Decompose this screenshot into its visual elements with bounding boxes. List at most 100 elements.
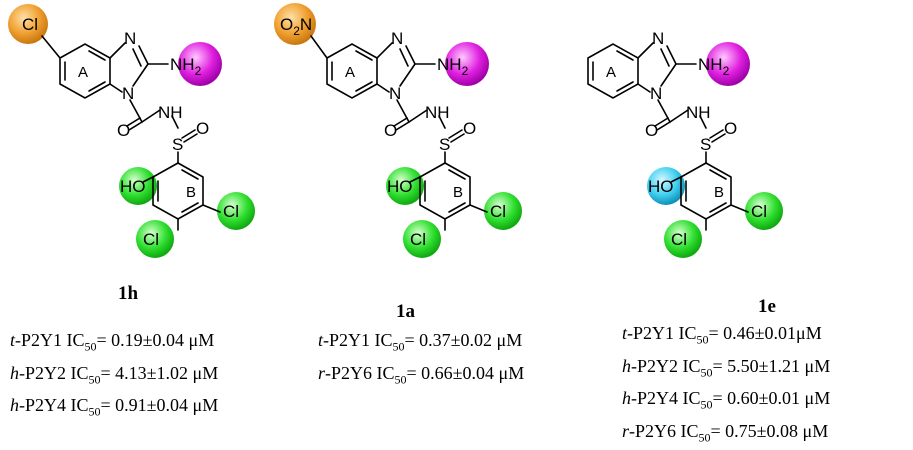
chloro-highlight-1 xyxy=(745,192,783,230)
receptor-target: -P2Y4 IC xyxy=(631,388,701,409)
imine-nitrogen-label: N xyxy=(124,29,136,48)
ring-nitrogen-label: N xyxy=(389,84,401,103)
receptor-target: -P2Y4 IC xyxy=(19,395,89,416)
species-prefix: t xyxy=(622,323,628,343)
ic50-value: = 0.37±0.02 μM xyxy=(404,330,523,350)
species-prefix: h xyxy=(622,355,631,376)
species-prefix: h xyxy=(622,388,631,409)
amine-highlight xyxy=(706,42,750,86)
receptor-target: -P2Y6 IC xyxy=(629,420,699,441)
ic50-subscript: 50 xyxy=(696,332,709,347)
substituent-highlight xyxy=(8,4,48,44)
nh-label: NH xyxy=(158,103,183,122)
chloro-label-1: Cl xyxy=(490,202,506,221)
ring-nitrogen-label: N xyxy=(650,84,662,103)
ic50-subscript: 50 xyxy=(84,339,97,354)
activity-line: h-P2Y4 IC50= 0.91±0.04 μM xyxy=(10,392,218,425)
substituent-highlight xyxy=(274,3,316,45)
ring-nitrogen-label: N xyxy=(122,84,134,103)
carbonyl-oxygen-label: O xyxy=(117,121,130,140)
nh-label: NH xyxy=(686,103,711,122)
species-prefix: h xyxy=(10,395,19,416)
ring-b-label: B xyxy=(186,184,196,201)
activity-line: h-P2Y2 IC50= 4.13±1.02 μM xyxy=(10,360,218,393)
ring-a-label: A xyxy=(78,64,88,81)
activity-line: t-P2Y1 IC50= 0.37±0.02 μM xyxy=(318,327,524,360)
ic50-subscript: 50 xyxy=(88,404,101,419)
chloro-label-2: Cl xyxy=(671,230,687,249)
species-prefix: t xyxy=(10,330,16,350)
ic50-subscript: 50 xyxy=(698,430,711,445)
compound-label-1h: 1h xyxy=(118,283,139,304)
sulfur-label: S xyxy=(439,135,450,154)
imine-nitrogen-label: N xyxy=(652,29,664,48)
sulfur-label: S xyxy=(700,135,711,154)
structure-1h: Cl N N NH2 NH O S O HO Cl Cl A B xyxy=(8,4,255,258)
activity-line: r-P2Y6 IC50= 0.75±0.08 μM xyxy=(622,418,830,450)
chloro-label-1: Cl xyxy=(751,202,767,221)
sulfonyl-oxygen-label: O xyxy=(724,119,737,138)
species-prefix: r xyxy=(622,420,630,441)
ring-b-label: B xyxy=(714,184,724,201)
receptor-target: -P2Y1 IC xyxy=(627,323,697,343)
ring-b-label: B xyxy=(453,184,463,201)
activity-line: r-P2Y6 IC50= 0.66±0.04 μM xyxy=(318,360,524,393)
ic50-value: = 4.13±1.02 μM xyxy=(100,362,219,383)
receptor-target: -P2Y2 IC xyxy=(631,355,701,376)
species-prefix: h xyxy=(10,362,19,383)
ic50-value: = 0.66±0.04 μM xyxy=(406,362,525,383)
compound-label-1e: 1e xyxy=(758,296,776,317)
hydroxyl-highlight xyxy=(647,167,685,205)
structure-1a: O2N N N NH2 NH O S O HO Cl Cl A B xyxy=(274,3,522,258)
carbonyl-oxygen-label: O xyxy=(645,121,658,140)
receptor-target: -P2Y1 IC xyxy=(15,330,85,350)
amine-label: NH2 xyxy=(437,55,469,78)
receptor-target: -P2Y6 IC xyxy=(325,362,395,383)
activity-line: t-P2Y1 IC50= 0.19±0.04 μM xyxy=(10,327,218,360)
activity-line: h-P2Y4 IC50= 0.60±0.01 μM xyxy=(622,385,830,418)
ic50-value: = 0.60±0.01 μM xyxy=(712,388,831,409)
carbonyl-oxygen-label: O xyxy=(384,121,397,140)
chloro-highlight-2 xyxy=(403,220,441,258)
hydroxyl-label: HO xyxy=(648,177,674,196)
chloro-label-1: Cl xyxy=(223,202,239,221)
chloro-label-2: Cl xyxy=(410,230,426,249)
species-prefix: t xyxy=(318,330,324,350)
ic50-subscript: 50 xyxy=(700,365,713,380)
ic50-subscript: 50 xyxy=(392,339,405,354)
ic50-subscript: 50 xyxy=(700,397,713,412)
amine-label: NH2 xyxy=(698,55,730,78)
hydroxyl-label: HO xyxy=(120,177,146,196)
imine-nitrogen-label: N xyxy=(391,29,403,48)
nh-label: NH xyxy=(425,103,450,122)
ring-a-label: A xyxy=(606,64,616,81)
structure-1e: N N NH2 NH O S O HO Cl Cl A B xyxy=(587,29,783,258)
chloro-highlight-2 xyxy=(136,220,174,258)
compound-label-1a: 1a xyxy=(396,301,415,322)
chloro-highlight-2 xyxy=(664,220,702,258)
ic50-value: = 0.75±0.08 μM xyxy=(710,420,829,441)
activity-line: t-P2Y1 IC50= 0.46±0.01μM xyxy=(622,320,830,353)
ic50-value: = 0.91±0.04 μM xyxy=(100,395,219,416)
species-prefix: r xyxy=(318,362,326,383)
nitro-substituent-label: O2N xyxy=(280,15,312,38)
ic50-subscript: 50 xyxy=(88,372,101,387)
sulfur-label: S xyxy=(172,135,183,154)
ic50-subscript: 50 xyxy=(394,372,407,387)
chloro-substituent-label: Cl xyxy=(22,15,38,34)
ic50-value: = 0.19±0.04 μM xyxy=(96,330,215,350)
receptor-target: -P2Y2 IC xyxy=(19,362,89,383)
activity-line: h-P2Y2 IC50= 5.50±1.21 μM xyxy=(622,353,830,386)
receptor-target: -P2Y1 IC xyxy=(323,330,393,350)
amine-label: NH2 xyxy=(170,55,202,78)
ic50-value: = 0.46±0.01μM xyxy=(708,323,822,343)
hydroxyl-highlight xyxy=(386,167,424,205)
chloro-highlight-1 xyxy=(217,192,255,230)
amine-highlight xyxy=(178,42,222,86)
hydroxyl-highlight xyxy=(119,167,157,205)
chloro-label-2: Cl xyxy=(143,230,159,249)
structures-canvas: Cl N N NH2 NH O S O HO Cl Cl A B O2N N N… xyxy=(8,3,783,258)
